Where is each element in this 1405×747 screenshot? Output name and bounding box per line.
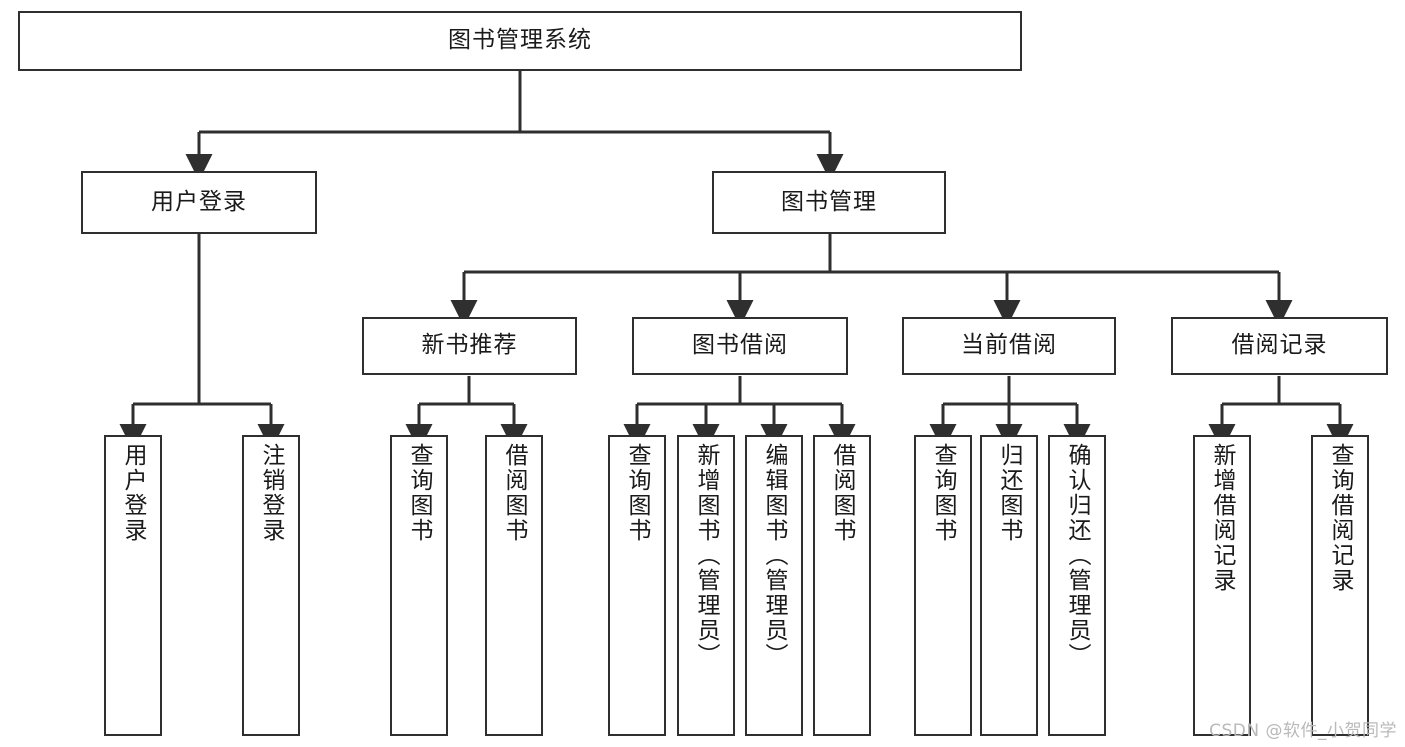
leaf-label: 借阅图书 <box>501 443 528 543</box>
node-book-management[interactable]: 图书管理 <box>712 171 946 234</box>
node-current-borrowing[interactable]: 当前借阅 <box>902 317 1116 375</box>
node-label: 图书借阅 <box>692 332 788 359</box>
node-label: 新书推荐 <box>421 332 518 359</box>
node-root-book-management-system[interactable]: 图书管理系统 <box>18 11 1022 71</box>
leaf-new-book-borrow-book[interactable]: 借阅图书 <box>485 435 543 736</box>
leaf-label: 查询图书 <box>624 443 651 543</box>
leaf-label: 注销登录 <box>258 443 285 543</box>
leaf-user-login-login[interactable]: 用户登录 <box>104 435 162 736</box>
leaf-borrow-record-add-record[interactable]: 新增借阅记录 <box>1193 435 1251 736</box>
leaf-label: 新增借阅记录 <box>1209 443 1236 593</box>
leaf-label: 查询借阅记录 <box>1327 443 1354 593</box>
leaf-new-book-query-book[interactable]: 查询图书 <box>390 435 448 736</box>
node-borrowing-record[interactable]: 借阅记录 <box>1171 317 1388 375</box>
node-label: 当前借阅 <box>961 332 1057 359</box>
node-book-borrowing[interactable]: 图书借阅 <box>632 317 848 375</box>
node-new-book-recommendation[interactable]: 新书推荐 <box>362 317 577 375</box>
node-label: 借阅记录 <box>1231 332 1328 359</box>
leaf-book-borrow-edit-book-admin[interactable]: 编辑图书（管理员） <box>745 435 803 736</box>
leaf-user-login-logout[interactable]: 注销登录 <box>242 435 300 736</box>
leaf-label: 用户登录 <box>120 443 147 543</box>
leaf-book-borrow-add-book-admin[interactable]: 新增图书（管理员） <box>677 435 735 736</box>
leaf-current-borrow-query-book[interactable]: 查询图书 <box>914 435 972 736</box>
leaf-label: 新增图书（管理员） <box>693 443 720 668</box>
leaf-borrow-record-query-record[interactable]: 查询借阅记录 <box>1311 435 1369 736</box>
leaf-label: 确认归还（管理员） <box>1064 443 1091 668</box>
watermark-text: CSDN @软件_小贺同学 <box>1209 721 1397 741</box>
leaf-book-borrow-query-book[interactable]: 查询图书 <box>608 435 666 736</box>
leaf-current-borrow-return-book[interactable]: 归还图书 <box>980 435 1038 736</box>
leaf-current-borrow-confirm-return-admin[interactable]: 确认归还（管理员） <box>1048 435 1106 736</box>
node-user-login[interactable]: 用户登录 <box>81 171 317 234</box>
leaf-label: 归还图书 <box>996 443 1023 543</box>
leaf-label: 查询图书 <box>406 443 433 543</box>
node-label: 图书管理系统 <box>448 27 592 54</box>
node-label: 图书管理 <box>781 188 877 215</box>
leaf-label: 编辑图书（管理员） <box>761 443 788 668</box>
node-label: 用户登录 <box>151 188 247 215</box>
leaf-label: 查询图书 <box>930 443 957 543</box>
leaf-book-borrow-borrow-book[interactable]: 借阅图书 <box>813 435 871 736</box>
leaf-label: 借阅图书 <box>829 443 856 543</box>
